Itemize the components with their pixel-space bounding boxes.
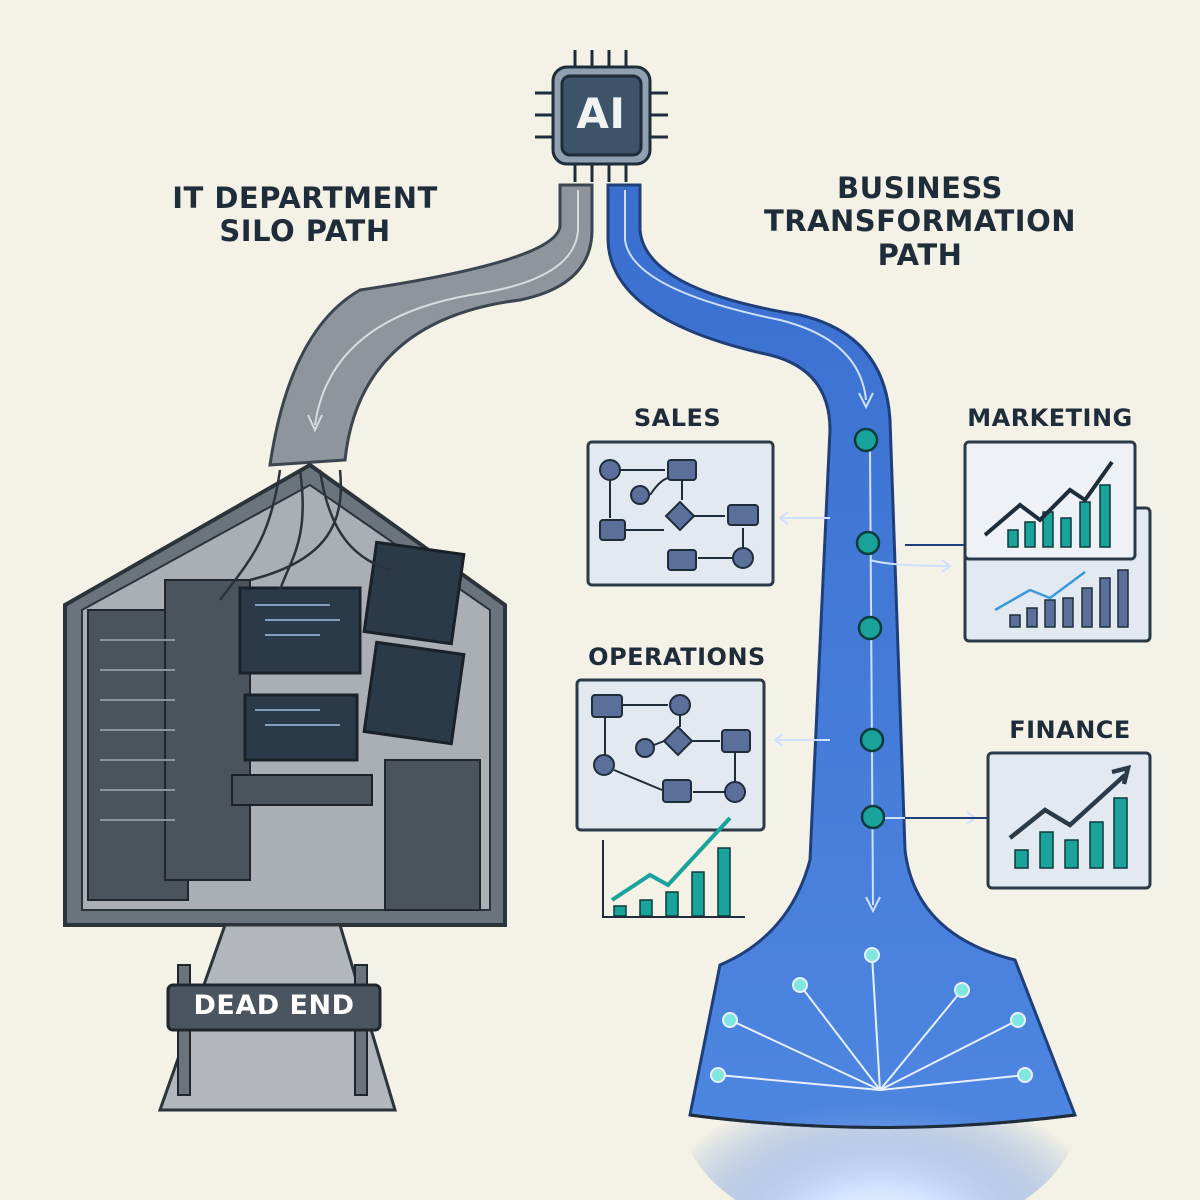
path-nodes bbox=[853, 427, 886, 830]
marketing-box bbox=[963, 440, 1152, 643]
ai-chip-label: AI bbox=[576, 89, 626, 138]
finance-label: FINANCE bbox=[1009, 716, 1131, 744]
radiating-nodes bbox=[710, 947, 1033, 1091]
finance-box bbox=[986, 751, 1152, 890]
marketing-label: MARKETING bbox=[967, 404, 1133, 432]
sales-box bbox=[586, 440, 775, 587]
title-line: BUSINESS bbox=[837, 171, 1003, 205]
dead-end-barrier bbox=[166, 964, 382, 1096]
title-line: PATH bbox=[877, 237, 963, 272]
sales-label: SALES bbox=[633, 404, 722, 432]
monitors bbox=[238, 540, 466, 762]
operations-box bbox=[575, 678, 766, 918]
it-silo-path bbox=[268, 183, 594, 467]
title-line: IT DEPARTMENT bbox=[172, 181, 438, 215]
it-server-room bbox=[63, 462, 507, 927]
dead-end-sign: DEAD END bbox=[193, 990, 355, 1021]
title-line: SILO PATH bbox=[219, 214, 391, 249]
operations-label: OPERATIONS bbox=[588, 643, 766, 671]
ai-chip-icon bbox=[535, 50, 668, 182]
horizon-glow bbox=[680, 980, 1080, 1200]
title-line: TRANSFORMATION bbox=[763, 204, 1077, 239]
